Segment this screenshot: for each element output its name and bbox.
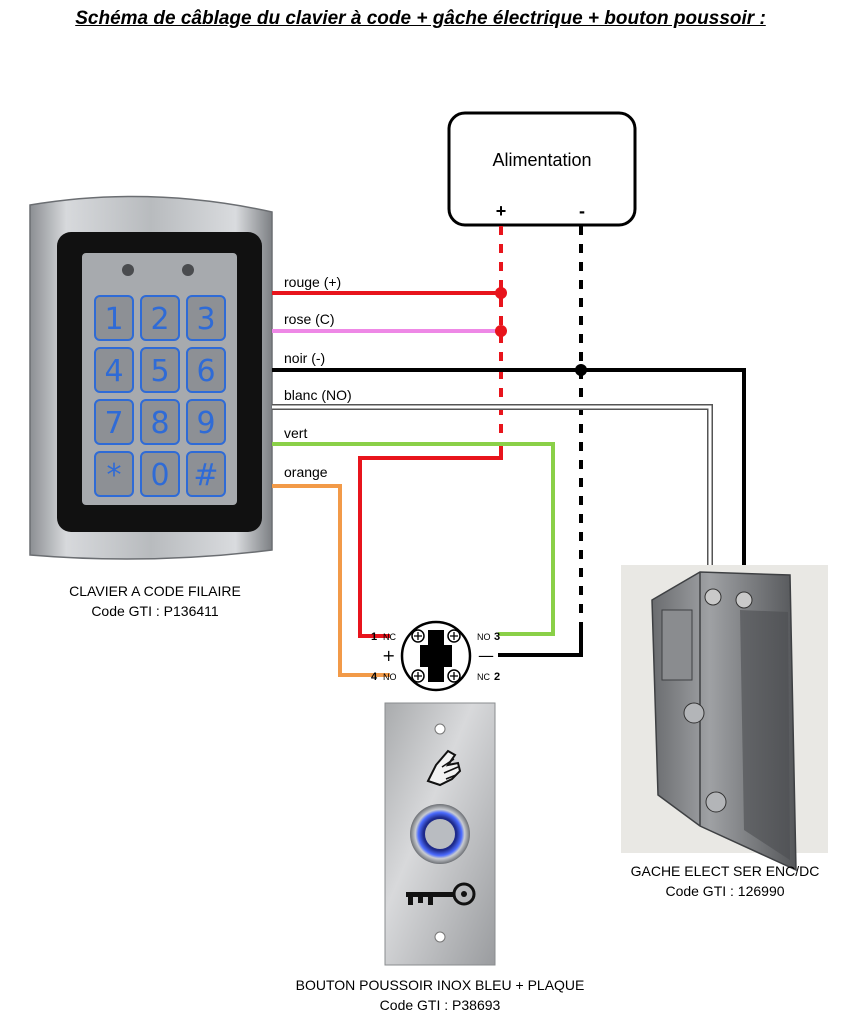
switch-terminals: 1 NC + 4 NO NO 3 — NC 2 [371,620,500,692]
keypad-key-label: 2 [150,302,169,337]
wire-keypad-orange [272,484,390,677]
power-supply-minus: - [579,201,585,221]
wire-keypad-black [272,368,746,590]
switch-term-3: 3 [494,631,500,643]
switch-term-3-type: NO [477,632,491,642]
wire-keypad-white-core [272,405,712,590]
keypad-caption-code: Code GTI : P136411 [91,603,219,619]
keypad-key-label: 3 [196,302,215,337]
screw-cross-icon [450,632,458,640]
button-caption-name: BOUTON POUSSOIR INOX BLEU + PLAQUE [295,977,585,993]
wire-keypad-white [272,404,713,590]
keypad-key[interactable]: * [94,451,134,497]
switch-term-2-type: NC [477,672,490,682]
strike-caption-code: Code GTI : 126990 [665,883,785,899]
wire-keypad-green [272,442,555,636]
keypad-key[interactable]: 5 [140,347,180,393]
plate-screw-bottom-icon [434,931,446,943]
strike-terminal-right-icon [735,591,753,609]
wire-label-green: vert [284,425,307,441]
keypad-key-label: 6 [196,354,215,389]
screw-cross-icon [450,672,458,680]
power-supply: Alimentation + - [447,111,637,227]
wire-red-switch [358,445,503,638]
keypad-key-label: 9 [196,406,215,441]
keypad-key[interactable]: 2 [140,295,180,341]
wire-label-white: blanc (NO) [284,387,352,403]
button-caption: BOUTON POUSSOIR INOX BLEU + PLAQUE Code … [270,975,610,1015]
switch-term-1: 1 [371,631,377,643]
led-right-icon [182,264,194,276]
keypad-caption: CLAVIER A CODE FILAIRE Code GTI : P13641… [40,581,270,621]
power-supply-plus: + [496,201,507,221]
keypad-key-label: 5 [150,354,169,389]
strike-screw-top-icon [683,702,705,724]
keypad-key-label: 7 [104,406,123,441]
wire-label-black: noir (-) [284,350,325,366]
keypad-key-label: # [193,458,218,493]
switch-term-2: 2 [494,671,500,683]
keypad-key-label: * [107,458,122,493]
wires [272,226,746,677]
wire-label-pink: rose (C) [284,311,335,327]
strike-caption: GACHE ELECT SER ENC/DC Code GTI : 126990 [610,861,840,901]
keypad-key[interactable]: 4 [94,347,134,393]
switch-term-1-type: NC [383,632,396,642]
keypad-key[interactable]: 3 [186,295,226,341]
switch-screws [411,629,461,683]
keypad-key-label: 0 [150,458,169,493]
plate-screw-top-icon [434,723,446,735]
strike-caption-name: GACHE ELECT SER ENC/DC [630,863,820,879]
strike-terminal-left-icon [704,588,722,606]
wire-label-orange: orange [284,464,328,480]
page-title: Schéma de câblage du clavier à code + gâ… [75,8,766,29]
strike-screw-bottom-icon [705,791,727,813]
wire-black-switch [498,628,583,657]
junction-red-icon [495,287,507,299]
keypad-key-label: 1 [104,302,123,337]
keypad-key[interactable]: 8 [140,399,180,445]
hand-icon [426,749,462,787]
switch-term-4-type: NO [383,672,397,682]
led-left-icon [122,264,134,276]
switch-minus: — [478,646,494,665]
keypad-key-label: 4 [104,354,123,389]
push-button-plate [384,702,496,966]
keypad-key[interactable]: 7 [94,399,134,445]
switch-plus: + [382,646,395,665]
keypad-key[interactable]: 1 [94,295,134,341]
electric-strike [621,565,828,872]
junction-pink-icon [495,325,507,337]
junction-black-icon [575,364,587,376]
keypad-key[interactable]: # [186,451,226,497]
keypad-key[interactable]: 0 [140,451,180,497]
wire-label-red: rouge (+) [284,274,341,290]
screw-cross-icon [414,672,422,680]
keypad-caption-name: CLAVIER A CODE FILAIRE [69,583,241,599]
screw-cross-icon [414,632,422,640]
keypad-key[interactable]: 6 [186,347,226,393]
switch-term-4: 4 [371,671,378,683]
power-supply-label: Alimentation [492,150,591,170]
keypad-key[interactable]: 9 [186,399,226,445]
button-caption-code: Code GTI : P38693 [379,997,501,1013]
keypad-key-label: 8 [150,406,169,441]
key-icon [406,882,476,906]
